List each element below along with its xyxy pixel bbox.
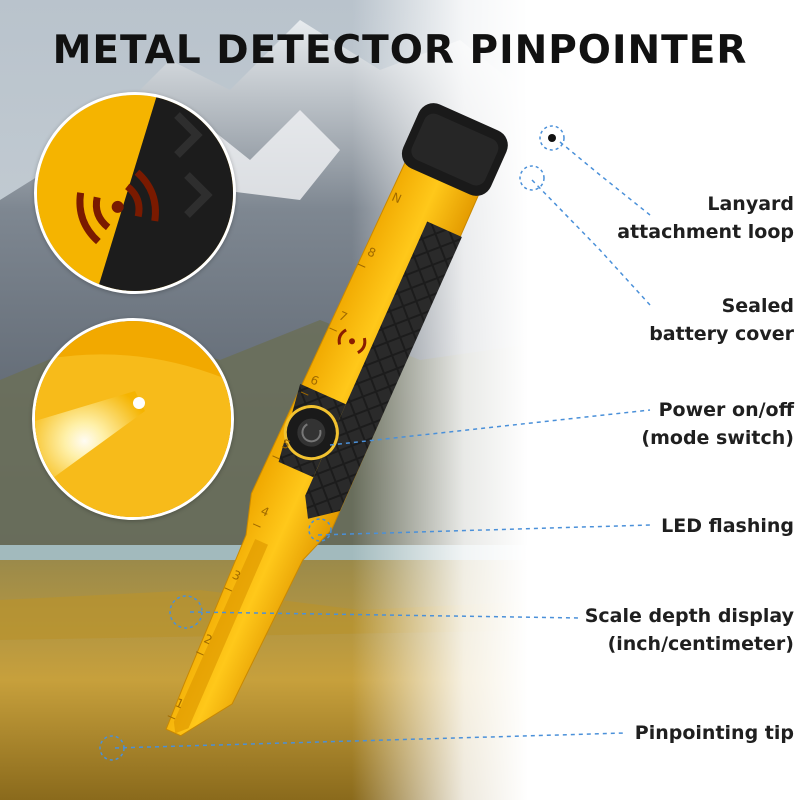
callout-tip: Pinpointing tip xyxy=(635,719,794,747)
tip-marker xyxy=(99,735,125,761)
scale-tick xyxy=(224,587,233,592)
callout-line1: Scale depth display xyxy=(584,605,794,627)
callout-line1: LED flashing xyxy=(661,515,794,537)
sound-waves-icon xyxy=(337,328,367,354)
zoom-sound-logo xyxy=(34,92,236,294)
callout-line2: (mode switch) xyxy=(641,427,794,449)
callout-line1: Sealed xyxy=(721,295,794,317)
scale-tick xyxy=(357,263,366,268)
battery-marker xyxy=(519,165,545,191)
callout-lanyard: Lanyard attachment loop xyxy=(617,190,794,246)
scale-marker xyxy=(169,595,203,629)
callout-led: LED flashing xyxy=(661,512,794,540)
led-light-icon xyxy=(35,391,145,491)
callout-scale: Scale depth display (inch/centimeter) xyxy=(585,602,794,658)
zoom-led-light xyxy=(32,318,234,520)
lanyard-marker xyxy=(539,125,565,151)
scale-tick xyxy=(167,715,176,720)
scale-tick xyxy=(272,455,281,460)
scale-tick xyxy=(252,523,261,528)
scale-tick xyxy=(329,327,337,332)
callout-line1: Power on/off xyxy=(658,399,794,421)
led-marker xyxy=(308,518,332,542)
scale-tick xyxy=(300,391,309,396)
callout-line1: Pinpointing tip xyxy=(634,722,794,744)
callout-lines xyxy=(114,141,651,749)
callout-line2: battery cover xyxy=(649,323,794,345)
callout-line1: Lanyard xyxy=(707,193,794,215)
sound-waves-icon xyxy=(76,169,159,245)
scale-tick xyxy=(196,651,204,656)
page-title: METAL DETECTOR PINPOINTER xyxy=(52,28,748,73)
callout-battery-cover: Sealed battery cover xyxy=(649,292,794,348)
callout-line2: attachment loop xyxy=(617,221,794,243)
callout-line2: (inch/centimeter) xyxy=(607,633,794,655)
callout-power: Power on/off (mode switch) xyxy=(641,396,794,452)
rubber-grip xyxy=(305,221,462,519)
